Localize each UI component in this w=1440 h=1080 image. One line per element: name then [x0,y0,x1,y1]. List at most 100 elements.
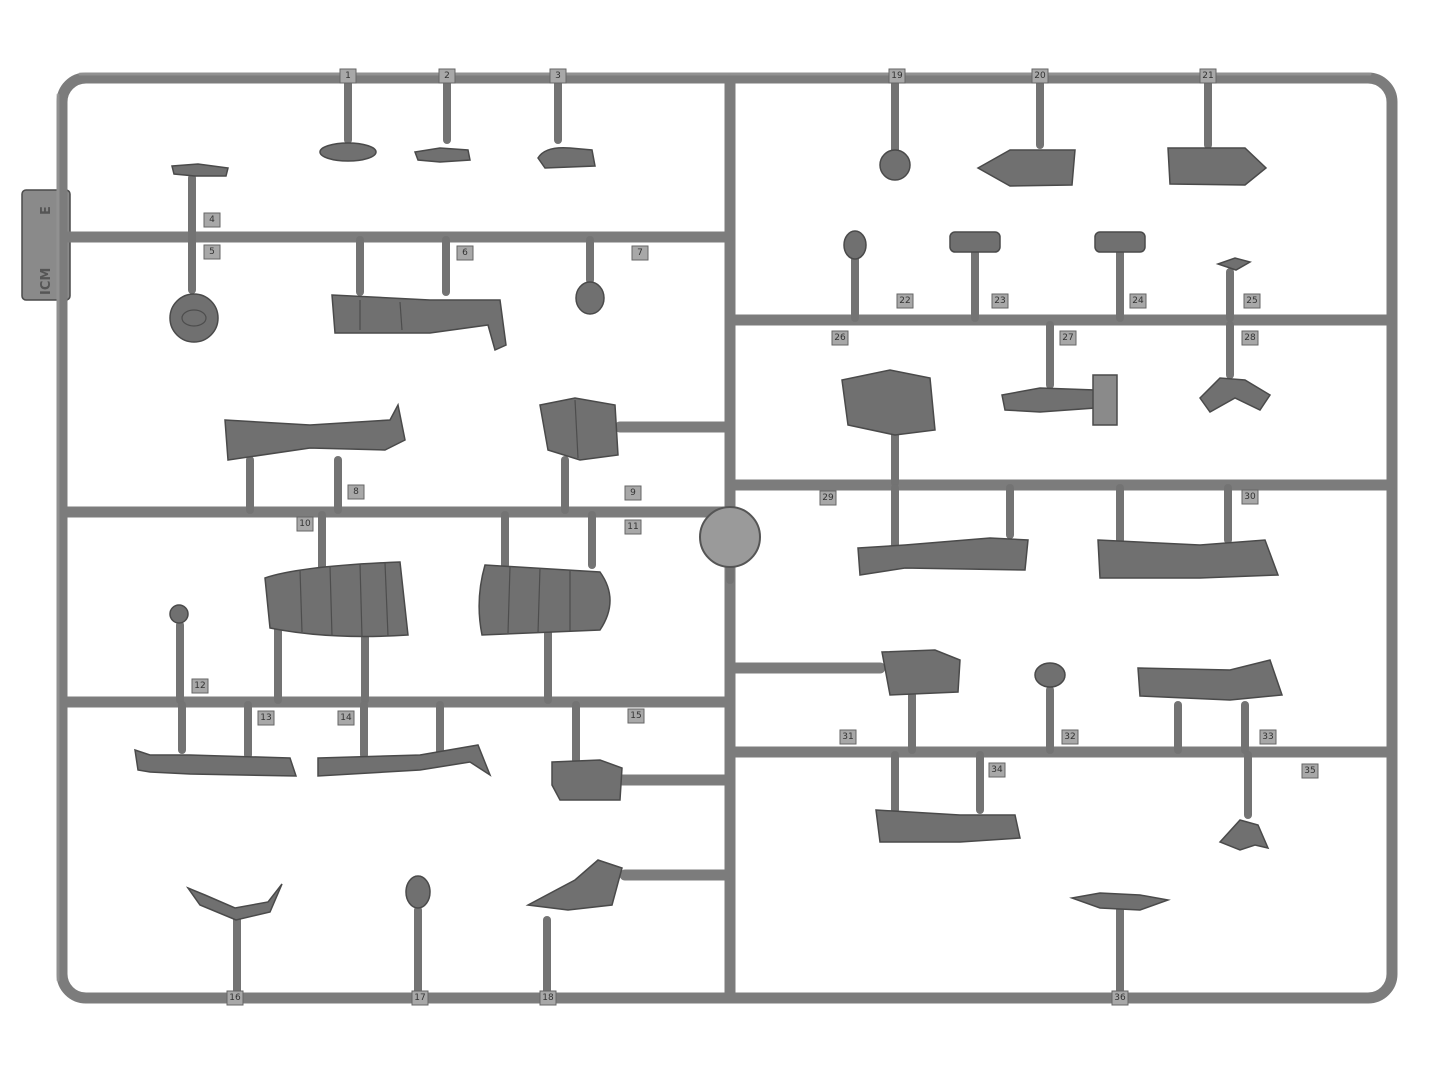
part-27 [1001,321,1118,426]
part-22 [843,230,867,322]
part-21 [1167,78,1268,186]
part-11 [478,511,611,704]
sprue-disc [699,506,761,584]
part-23 [949,231,1001,322]
part-number-tag-23: 23 [991,293,1009,309]
part-number-label: 22 [899,296,910,306]
part-number-tag-29: 29 [819,490,837,506]
part-number-tag-16: 16 [226,990,244,1006]
part-34 [875,751,1021,843]
part-6 [331,236,507,352]
part-number-label: 25 [1246,296,1257,306]
part-13 [134,701,298,777]
part-number-label: 2 [444,71,450,81]
part-number-tag-10: 10 [296,516,314,532]
part-12 [169,604,189,704]
part-number-tag-21: 21 [1199,68,1217,84]
part-number-tag-2: 2 [438,68,456,84]
part-number-tag-32: 32 [1061,729,1079,745]
part-14 [317,701,492,777]
part-1 [319,78,377,162]
part-36 [1069,892,1171,997]
part-7 [575,236,605,315]
part-number-label: 33 [1262,732,1273,742]
part-33 [1137,659,1284,754]
part-29 [857,484,1029,576]
part-number-label: 19 [891,71,903,81]
part-number-tag-12: 12 [191,678,209,694]
part-number-label: 11 [627,522,638,532]
part-number-label: 29 [822,493,834,503]
part-18 [525,859,623,997]
part-number-label: 21 [1202,71,1213,81]
part-number-label: 14 [340,713,352,723]
part-31 [881,649,961,754]
part-number-tag-28: 28 [1241,330,1259,346]
part-number-tag-6: 6 [456,245,474,261]
part-number-label: 18 [542,993,554,1003]
part-number-label: 32 [1064,732,1075,742]
part-number-tag-33: 33 [1259,729,1277,745]
part-20 [976,78,1076,187]
part-number-label: 15 [630,711,641,721]
part-number-tag-25: 25 [1243,293,1261,309]
part-number-label: 31 [842,732,853,742]
part-30 [1097,484,1280,579]
part-number-tag-15: 15 [627,708,645,724]
part-16 [185,883,283,997]
part-19 [879,78,911,181]
part-number-label: 10 [299,519,311,529]
part-number-tag-22: 22 [896,293,914,309]
part-number-label: 20 [1034,71,1046,81]
part-number-label: 4 [209,215,215,225]
part-number-tag-13: 13 [257,710,275,726]
part-4-5 [169,163,229,343]
part-number-tag-27: 27 [1059,330,1077,346]
part-number-tag-26: 26 [831,330,849,346]
part-number-label: 28 [1244,333,1256,343]
part-number-tag-30: 30 [1241,489,1259,505]
part-number-label: 24 [1132,296,1144,306]
part-3 [537,78,596,169]
part-number-tag-34: 34 [988,762,1006,778]
part-number-tag-14: 14 [337,710,355,726]
brand-logo: ICM [39,268,54,295]
part-number-label: 9 [630,488,636,498]
part-number-tag-3: 3 [549,68,567,84]
sprue-letter: E [39,206,54,215]
part-number-label: 36 [1114,993,1126,1003]
part-35 [1218,751,1270,851]
part-number-label: 3 [555,71,561,81]
part-number-tag-19: 19 [888,68,906,84]
part-number-tag-18: 18 [539,990,557,1006]
part-number-tag-20: 20 [1031,68,1049,84]
part-number-tag-31: 31 [839,729,857,745]
part-25 [1215,257,1252,322]
part-26 [841,369,936,487]
part-number-label: 16 [229,993,241,1003]
part-number-label: 35 [1304,766,1315,776]
part-number-tag-35: 35 [1301,763,1319,779]
part-number-tag-1: 1 [339,68,357,84]
part-number-label: 1 [345,71,351,81]
part-number-tag-17: 17 [411,990,429,1006]
part-number-label: 13 [260,713,271,723]
part-number-tag-36: 36 [1111,990,1129,1006]
part-number-label: 30 [1244,492,1256,502]
part-number-label: 7 [637,248,643,258]
part-32 [1034,662,1066,754]
part-number-label: 6 [462,248,468,258]
part-15 [551,701,623,801]
part-number-label: 23 [994,296,1005,306]
part-28 [1199,321,1272,413]
part-8 [224,402,406,514]
part-number-tag-24: 24 [1129,293,1147,309]
part-number-tag-7: 7 [631,245,649,261]
part-number-tag-9: 9 [624,485,642,501]
part-number-label: 5 [209,247,215,257]
part-9 [539,397,619,514]
part-number-label: 8 [353,487,359,497]
part-number-label: 26 [834,333,846,343]
